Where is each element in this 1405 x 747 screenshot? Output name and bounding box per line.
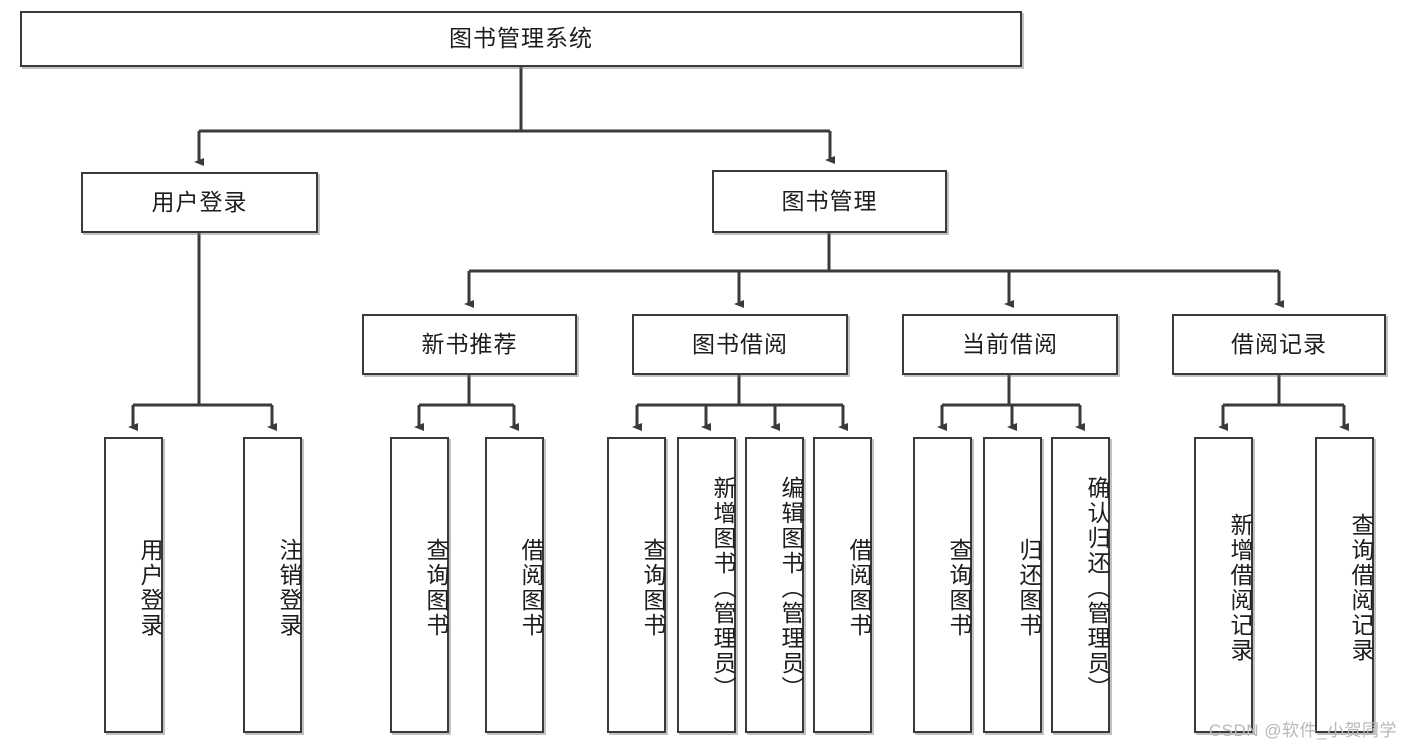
node-borrow-record-label: 借阅记录 (1231, 330, 1327, 357)
leaf-user-login[interactable]: 用户登录 (104, 437, 163, 733)
node-new-book-recommend-label: 新书推荐 (421, 330, 518, 357)
leaf-query-book-current[interactable]: 查询图书 (913, 437, 972, 733)
leaf-add-book-admin[interactable]: 新增图书（管理员） (677, 437, 736, 733)
leaf-add-borrow-record-label: 新增借阅记录 (1227, 513, 1253, 663)
leaf-query-borrow-record[interactable]: 查询借阅记录 (1315, 437, 1374, 733)
node-book-borrow[interactable]: 图书借阅 (632, 314, 848, 375)
leaf-query-borrow-record-label: 查询借阅记录 (1348, 513, 1374, 663)
node-current-borrow[interactable]: 当前借阅 (902, 314, 1118, 375)
node-borrow-record[interactable]: 借阅记录 (1172, 314, 1386, 375)
leaf-borrow-book-recommend-label: 借阅图书 (518, 538, 544, 638)
leaf-borrow-book[interactable]: 借阅图书 (813, 437, 872, 733)
leaf-logout-login[interactable]: 注销登录 (243, 437, 302, 733)
leaf-confirm-return-admin-label: 确认归还（管理员） (1084, 475, 1110, 701)
node-user-login-label: 用户登录 (151, 188, 248, 215)
node-book-management[interactable]: 图书管理 (712, 170, 947, 233)
leaf-add-book-admin-label: 新增图书（管理员） (710, 475, 736, 701)
node-current-borrow-label: 当前借阅 (962, 330, 1058, 357)
leaf-user-login-label: 用户登录 (137, 538, 163, 638)
node-root[interactable]: 图书管理系统 (20, 11, 1022, 67)
leaf-query-book-recommend[interactable]: 查询图书 (390, 437, 449, 733)
leaf-query-book-borrow[interactable]: 查询图书 (607, 437, 666, 733)
leaf-edit-book-admin-label: 编辑图书（管理员） (778, 475, 804, 701)
leaf-add-borrow-record[interactable]: 新增借阅记录 (1194, 437, 1253, 733)
leaf-logout-login-label: 注销登录 (276, 538, 302, 638)
leaf-edit-book-admin[interactable]: 编辑图书（管理员） (745, 437, 804, 733)
node-new-book-recommend[interactable]: 新书推荐 (362, 314, 577, 375)
node-user-login[interactable]: 用户登录 (81, 172, 318, 233)
node-book-borrow-label: 图书借阅 (692, 330, 788, 357)
leaf-borrow-book-recommend[interactable]: 借阅图书 (485, 437, 544, 733)
leaf-return-book[interactable]: 归还图书 (983, 437, 1042, 733)
watermark: CSDN @软件_小贺同学 (1208, 721, 1397, 740)
leaf-query-book-recommend-label: 查询图书 (423, 538, 449, 638)
leaf-query-book-current-label: 查询图书 (946, 538, 972, 638)
leaf-query-book-borrow-label: 查询图书 (640, 538, 666, 638)
node-book-management-label: 图书管理 (781, 187, 878, 214)
leaf-borrow-book-label: 借阅图书 (846, 538, 872, 638)
leaf-confirm-return-admin[interactable]: 确认归还（管理员） (1051, 437, 1110, 733)
leaf-return-book-label: 归还图书 (1016, 538, 1042, 638)
node-root-label: 图书管理系统 (449, 25, 593, 52)
